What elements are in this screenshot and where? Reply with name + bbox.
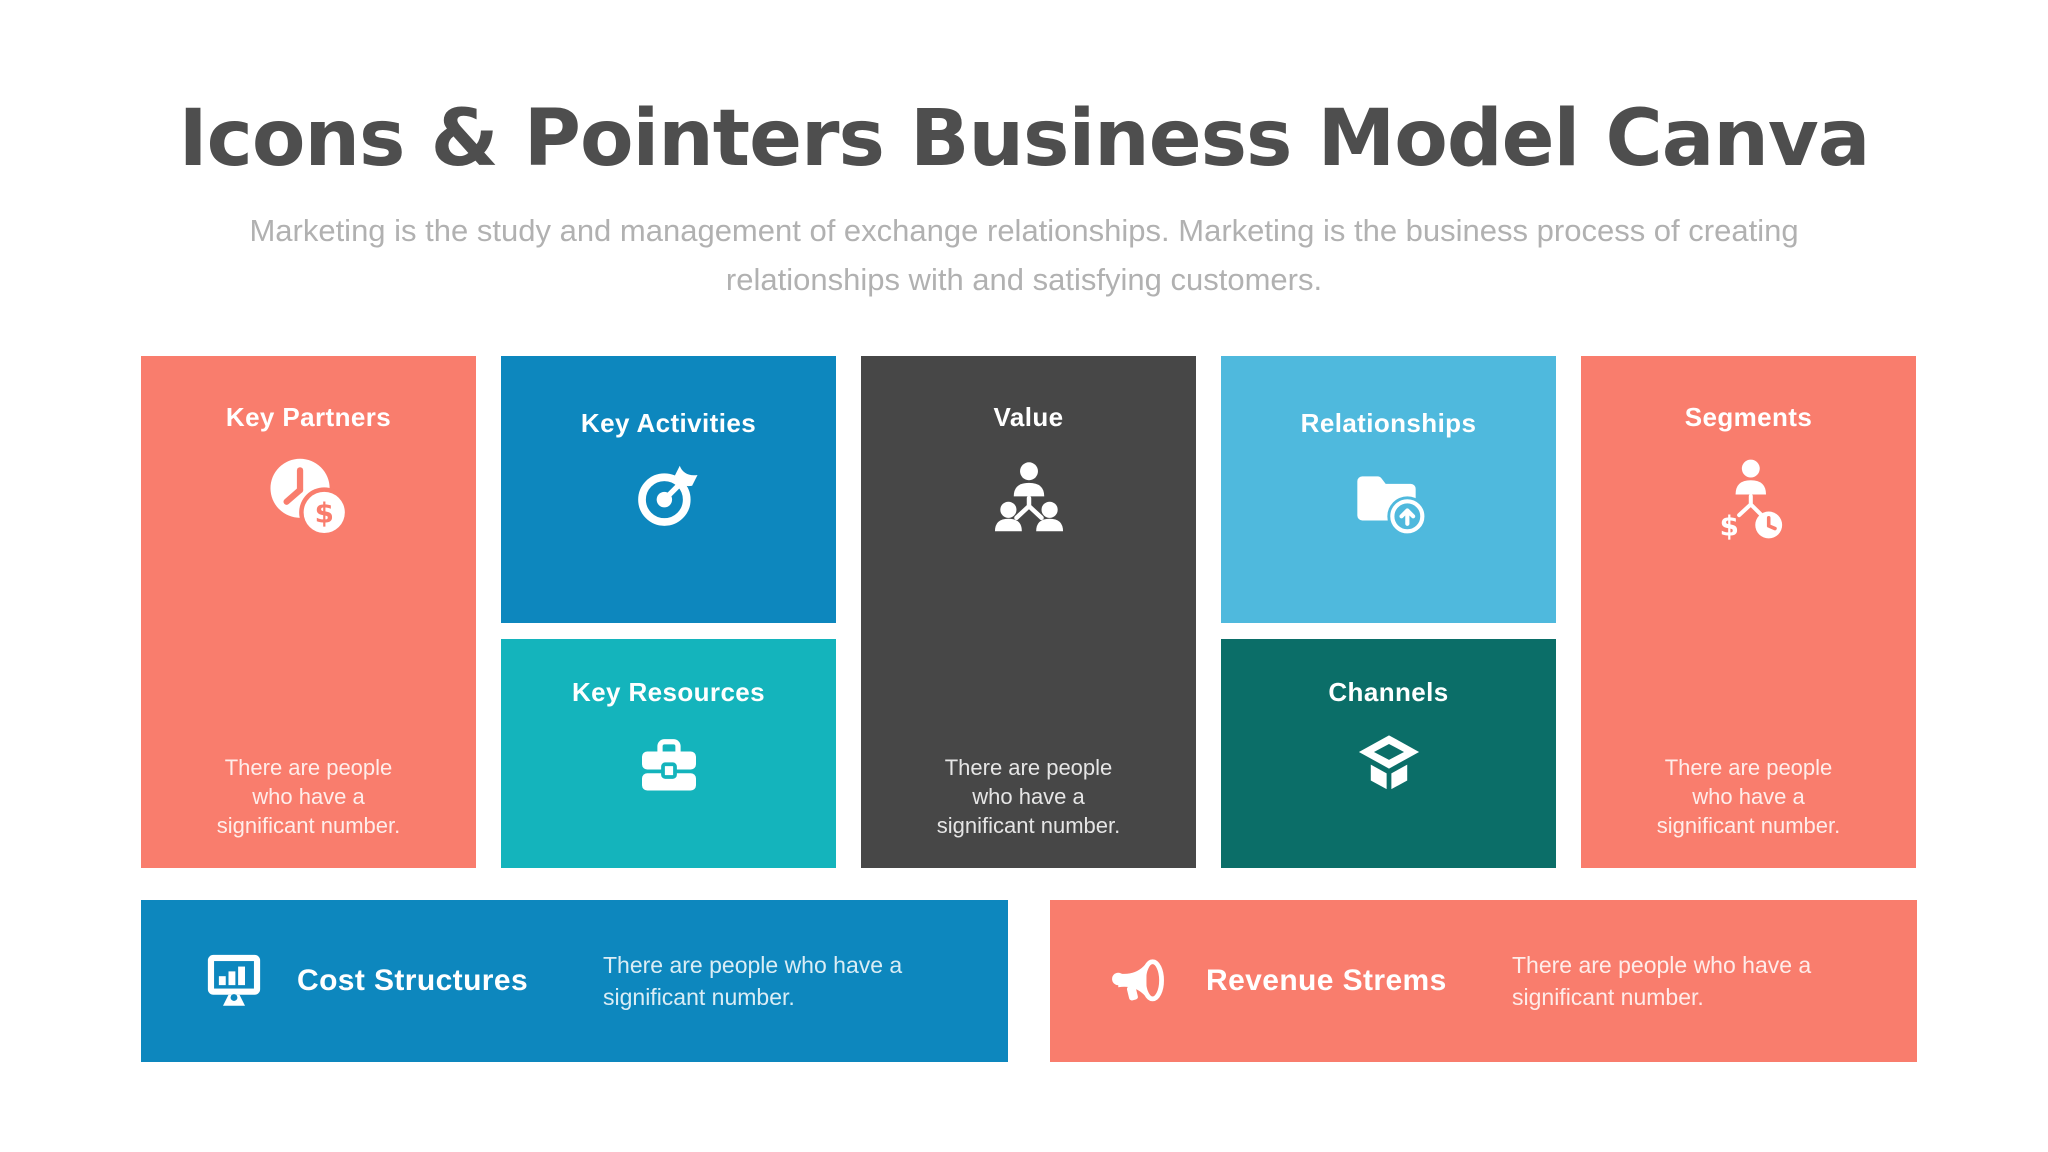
block-cost-structures: Cost Structures There are people who hav… <box>141 900 1008 1062</box>
open-box-icon <box>1351 729 1427 805</box>
block-title: Value <box>993 402 1064 432</box>
block-value: Value There are people who have a signif… <box>861 356 1196 868</box>
block-body-text: There are people who have a significant … <box>216 755 401 838</box>
person-dollar-clock-icon: $ <box>1706 456 1792 542</box>
megaphone-icon <box>1110 948 1176 1014</box>
block-relationships: Relationships <box>1221 356 1556 623</box>
monitor-chart-icon <box>201 948 267 1014</box>
bottom-row: Cost Structures There are people who hav… <box>141 900 1917 1062</box>
block-title: Key Partners <box>225 402 392 432</box>
block-title: Relationships <box>1300 408 1477 438</box>
clock-dollar-icon: $ <box>266 456 352 542</box>
block-title: Key Resources <box>571 677 766 707</box>
block-title: Segments <box>1684 402 1813 432</box>
canvas-grid: Key Partners $ There are people who have… <box>141 356 1916 868</box>
block-title: Channels <box>1328 677 1449 707</box>
svg-text:$: $ <box>314 496 333 529</box>
folder-upload-icon <box>1349 458 1429 538</box>
block-body-text: There are people who have a significant … <box>936 755 1121 838</box>
block-title: Revenue Strems <box>1206 964 1447 997</box>
block-key-partners: Key Partners $ There are people who have… <box>141 356 476 868</box>
block-title: Cost Structures <box>297 964 529 997</box>
people-hierarchy-icon <box>986 456 1072 542</box>
block-revenue-streams: Revenue Strems There are people who have… <box>1050 900 1917 1062</box>
block-key-activities: Key Activities <box>501 356 836 623</box>
svg-text:$: $ <box>1719 510 1738 542</box>
block-body-text: There are people who have a significant … <box>603 952 903 1010</box>
briefcase-icon <box>633 729 705 801</box>
block-body-text: There are people who have a significant … <box>1512 952 1812 1010</box>
block-body-text: There are people who have a significant … <box>1656 755 1841 838</box>
block-segments: Segments $ There are people who have a s… <box>1581 356 1916 868</box>
page-subtitle: Marketing is the study and management of… <box>249 213 1799 297</box>
target-dart-icon <box>632 458 706 532</box>
page-title: Icons & Pointers Business Model Canva <box>178 94 1871 184</box>
block-channels: Channels <box>1221 639 1556 868</box>
block-title: Key Activities <box>580 408 757 438</box>
block-key-resources: Key Resources <box>501 639 836 868</box>
